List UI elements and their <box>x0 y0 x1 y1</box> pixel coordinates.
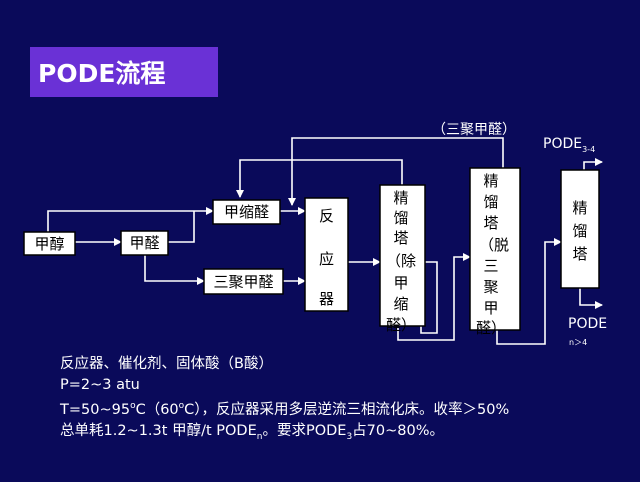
column2-char: 聚 <box>483 278 498 296</box>
column2-char: （脱 <box>479 236 509 254</box>
product-bottom-sub: n＞4 <box>569 338 587 347</box>
column1-char: 缩 <box>393 295 408 313</box>
arrow-column2-recycle <box>288 137 504 206</box>
conc-formaldehyde-label: 甲缩醛 <box>224 203 269 221</box>
column2-char: 塔 <box>483 214 498 232</box>
trioxane-label: 三聚甲醛 <box>213 273 273 291</box>
arrow-column2-column3 <box>496 238 562 345</box>
reactor-char: 器 <box>319 290 334 308</box>
column1-char: 塔 <box>393 229 408 247</box>
column2-char: 馏 <box>483 193 498 211</box>
arrow-column1-column2 <box>397 253 471 341</box>
column1-char: 甲 <box>393 274 408 292</box>
reactor-char: 反 <box>319 207 334 225</box>
column3-box: 精 馏 塔 <box>560 169 600 289</box>
column1-box: 精 馏 塔 （除 甲 缩 醛） <box>379 184 426 334</box>
flow-lines <box>47 137 603 345</box>
column1-char: （除 <box>386 252 416 270</box>
column3-char: 馏 <box>572 222 587 240</box>
column2-char: 醛） <box>476 319 506 337</box>
arrow-formaldehyde-trioxane <box>144 255 205 285</box>
arrow-column1-recycle <box>236 159 403 198</box>
column2-box: 精 馏 塔 （脱 三 聚 甲 醛） <box>469 167 521 337</box>
column2-char: 甲 <box>483 299 498 317</box>
page-title: PODE流程 <box>38 59 166 88</box>
methanol-label: 甲醇 <box>34 235 64 253</box>
recycle-label: （三聚甲醛） <box>432 122 516 138</box>
column1-char: 醛） <box>386 316 416 334</box>
product-top-label: PODE3-4 <box>543 136 595 154</box>
column1-char: 馏 <box>393 209 408 227</box>
arrow-product-bottom <box>579 288 603 309</box>
note-line: P=2~3 atu <box>60 377 140 393</box>
note-line: 反应器、催化剂、固体酸（B酸） <box>60 356 273 372</box>
process-notes: 反应器、催化剂、固体酸（B酸） P=2~3 atu T=50~95oC（60oC… <box>60 354 630 448</box>
arrow-product-top <box>583 158 603 170</box>
column2-char: 三 <box>483 257 498 275</box>
trioxane-box: 三聚甲醛 <box>203 268 284 295</box>
conc-formaldehyde-box: 甲缩醛 <box>212 199 281 225</box>
column3-char: 精 <box>572 199 587 217</box>
reactor-char: 应 <box>319 250 334 268</box>
line-formaldehyde-up <box>168 211 195 243</box>
column1-char: 精 <box>393 189 408 207</box>
formaldehyde-box: 甲醛 <box>120 230 169 256</box>
arrow-methanol-concformaldehyde <box>47 207 214 232</box>
methanol-box: 甲醇 <box>23 231 76 256</box>
line-column1-side <box>420 261 438 334</box>
note-line: T=50~95oC（60oC），反应器采用多层逆流三相流化床。收率＞50% <box>60 401 510 418</box>
title-bar: PODE流程 <box>30 47 218 97</box>
column2-char: 精 <box>483 172 498 190</box>
formaldehyde-label: 甲醛 <box>129 234 159 252</box>
reactor-box: 反 应 器 <box>304 197 349 312</box>
product-bottom-label: PODE <box>568 316 607 332</box>
column3-char: 塔 <box>572 245 587 263</box>
note-line: 总单耗1.2~1.3t 甲醇/t PODEn。要求PODE3占70~80%。 <box>60 422 445 442</box>
